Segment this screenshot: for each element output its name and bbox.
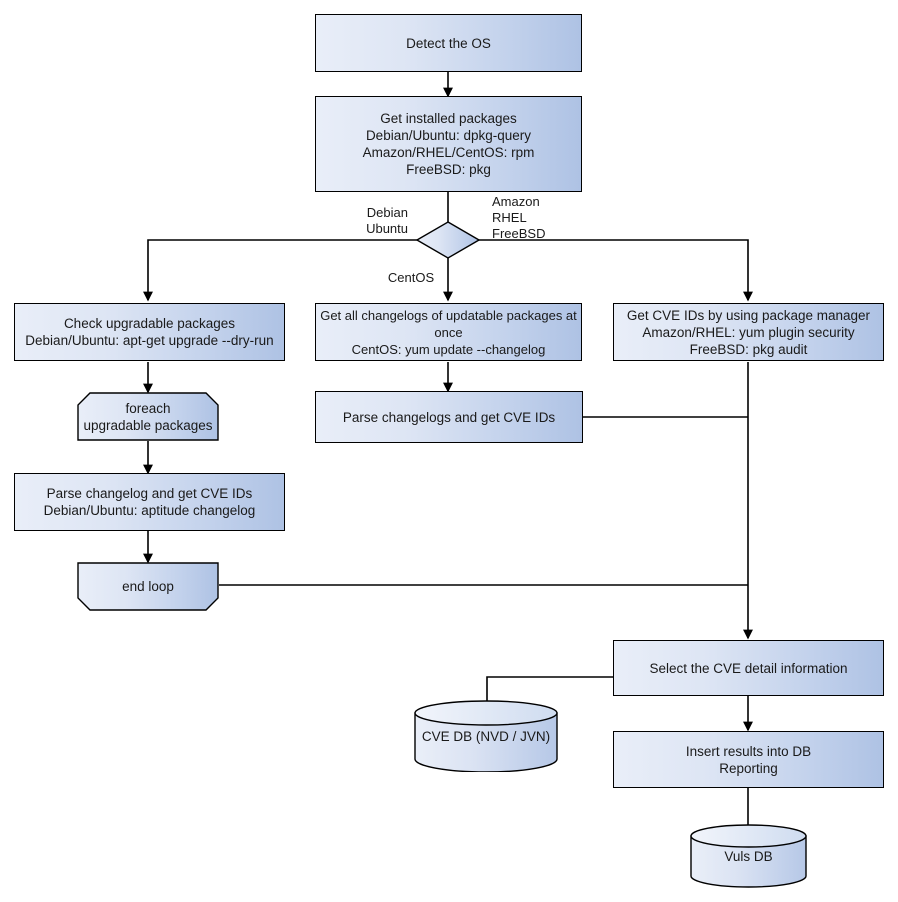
loop-start-shape [77, 392, 219, 441]
node-foreach-upgradable-packages[interactable]: foreach upgradable packages [77, 392, 219, 441]
node-label: Insert results into DB Reporting [685, 743, 812, 776]
node-label: Check upgradable packages Debian/Ubuntu:… [25, 316, 274, 348]
node-label: Parse changelog and get CVE IDs Debian/U… [43, 486, 256, 518]
node-vuls-db[interactable]: Vuls DB [690, 824, 807, 888]
edge-label-centos: CentOS [387, 270, 435, 285]
node-detect-the-os[interactable]: Detect the OS [315, 14, 582, 72]
node-label: Vuls DB [724, 848, 773, 864]
node-get-cve-ids-package-manager[interactable]: Get CVE IDs by using package manager Ama… [613, 303, 884, 361]
edge-label-amazon: Amazon RHEL FreeBSD [492, 194, 546, 241]
node-label: Get installed packages Debian/Ubuntu: dp… [362, 111, 535, 177]
node-label: Select the CVE detail information [649, 660, 848, 676]
node-label: Get all changelogs of updatable packages… [320, 307, 577, 357]
diamond-shape [415, 221, 481, 259]
edge-decision-amazon [478, 239, 753, 302]
cylinder-shape [690, 824, 807, 888]
node-label: Detect the OS [406, 35, 491, 51]
node-parse-changelog-debian[interactable]: Parse changelog and get CVE IDs Debian/U… [14, 473, 285, 531]
node-label: foreach upgradable packages [83, 400, 213, 433]
node-check-upgradable-packages[interactable]: Check upgradable packages Debian/Ubuntu:… [14, 303, 285, 361]
node-get-installed-packages[interactable]: Get installed packages Debian/Ubuntu: dp… [315, 96, 582, 192]
node-select-cve-detail-information[interactable]: Select the CVE detail information [613, 640, 884, 696]
node-end-loop[interactable]: end loop [77, 562, 219, 611]
node-parse-changelogs-centos[interactable]: Parse changelogs and get CVE IDs [315, 391, 583, 443]
node-cve-db[interactable]: CVE DB (NVD / JVN) [414, 700, 558, 773]
node-label: Parse changelogs and get CVE IDs [342, 409, 556, 425]
loop-end-shape [77, 562, 219, 611]
node-get-all-changelogs[interactable]: Get all changelogs of updatable packages… [315, 303, 582, 361]
cylinder-shape [414, 700, 558, 773]
node-os-decision[interactable] [415, 221, 481, 259]
node-insert-results-into-db[interactable]: Insert results into DB Reporting [613, 731, 884, 788]
node-label: Get CVE IDs by using package manager Ama… [626, 307, 871, 357]
node-label: CVE DB (NVD / JVN) [421, 728, 551, 744]
node-label: end loop [122, 579, 174, 594]
edge-label-debian: Debian Ubuntu [366, 205, 408, 236]
